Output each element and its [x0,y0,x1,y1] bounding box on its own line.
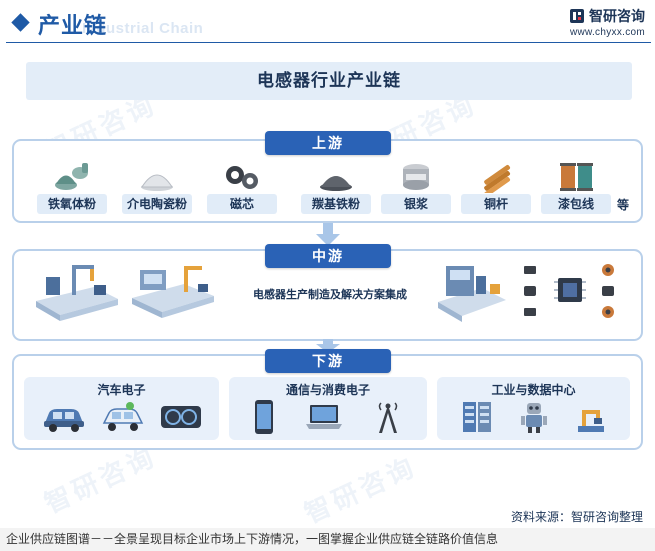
ferrite-powder-icon [55,163,88,190]
upstream-etc: 等 [617,198,630,212]
diamond-bullet-icon [11,13,30,32]
material-label: 介电陶瓷粉 [122,194,192,214]
laptop-icon [305,405,342,429]
material-item: 铁氧体粉 [37,159,107,219]
watermark: 智研咨询 [299,450,422,529]
production-line-icon [36,265,118,321]
header-divider [6,42,651,43]
material-label: 银浆 [381,194,451,214]
factory-machine-icon [438,266,506,322]
material-label: 磁芯 [207,194,277,214]
brand: 智研咨询 www.chyxx.com [569,6,645,38]
downstream-card: 工业与数据中心 [437,377,630,440]
upstream-tab: 上游 [265,131,391,155]
header-ghost-subtitle: Industrial Chain [82,20,204,37]
material-label: 铜杆 [461,194,531,214]
brand-site: www.chyxx.com [569,27,645,38]
material-item: 铜杆 [461,159,531,219]
robot-icon [520,403,547,433]
page-title: 产业链 [38,13,108,38]
downstream-card: 汽车电子 [24,377,219,440]
enameled-wire-icon [560,163,593,191]
copper-rod-icon [484,164,511,193]
material-label: 漆包线 [541,194,611,214]
downstream-card: 通信与消费电子 [229,377,427,440]
brand-name: 智研咨询 [589,8,645,24]
carbonyl-iron-powder-icon [320,176,352,191]
silver-paste-icon [403,164,429,190]
material-item: 介电陶瓷粉 [122,159,192,219]
electric-car-icon [102,402,143,431]
material-item: 银浆 [381,159,451,219]
flow-arrow-down-icon [316,223,340,246]
midstream-tab: 中游 [265,244,391,268]
magnetic-core-icon [226,166,258,189]
material-label: 羰基铁粉 [301,194,371,214]
card-title: 工业与数据中心 [491,383,576,397]
server-rack-icon [462,402,491,432]
footer-caption: 企业供应链图谱－－全景呈现目标企业市场上下游情况，一图掌握企业供应链全链路价值信… [0,528,655,551]
assembly-line-icon [132,266,214,318]
car-icon [43,409,84,432]
ceramic-powder-icon [141,174,173,191]
card-title: 汽车电子 [97,383,146,397]
page-header: Industrial Chain 产业链 智研咨询 www.chyxx.com [0,0,655,46]
flow-arrow-down-icon [316,339,340,353]
material-item: 磁芯 [207,159,277,219]
smartphone-icon [255,400,274,434]
signal-tower-icon [378,402,397,433]
data-source: 资料来源：智研咨询整理 [510,510,643,524]
upstream-materials: 铁氧体粉 介电陶瓷粉 磁芯 羰基铁粉 银浆 [33,159,631,219]
inductor-components-icon [524,264,614,318]
chain-title-banner: 电感器行业产业链 [26,62,632,100]
brand-logo-icon [570,9,584,23]
downstream-tab: 下游 [265,349,391,373]
material-item: 羰基铁粉 [301,159,371,219]
midstream-description: 电感器生产制造及解决方案集成 [253,289,407,301]
material-item: 漆包线 [541,159,611,219]
robot-arm-icon [577,410,604,432]
card-title: 通信与消费电子 [285,383,370,397]
dashboard-icon [160,406,201,428]
material-label: 铁氧体粉 [37,194,107,214]
